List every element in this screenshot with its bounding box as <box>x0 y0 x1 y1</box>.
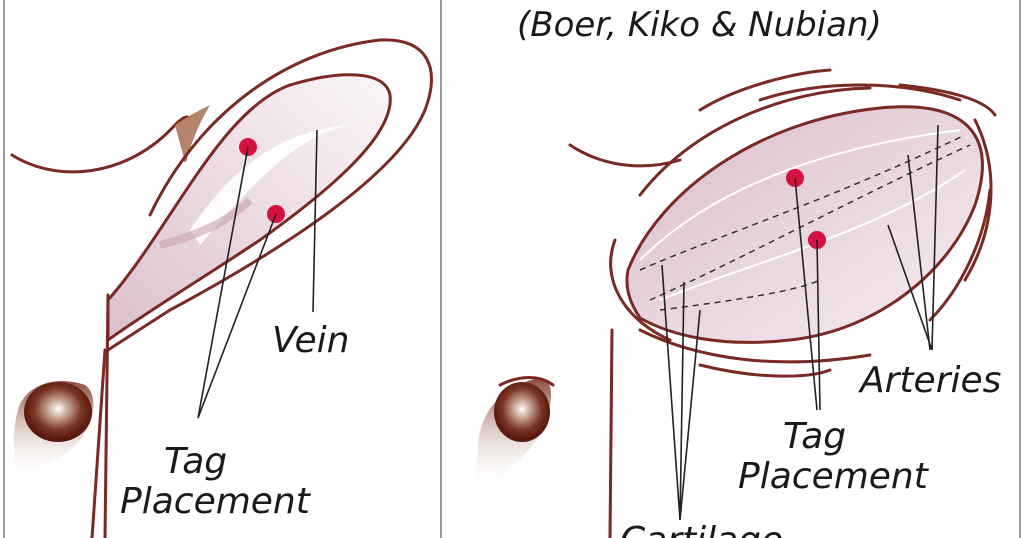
right-ear-illustration: Arteries Tag Placement Cartilage <box>475 68 1001 538</box>
left-tag-label-line2: Placement <box>120 481 312 522</box>
arteries-label: Arteries <box>858 360 1001 401</box>
left-eye-icon <box>13 381 94 480</box>
breed-title: (Boer, Kiko & Nubian) <box>517 5 882 45</box>
panel-divider <box>440 0 442 538</box>
panel-border-right <box>1019 0 1021 538</box>
left-ear-illustration: Vein Tag Placement <box>10 38 433 538</box>
right-eye-icon <box>475 376 555 490</box>
cartilage-label: Cartilage <box>620 520 783 538</box>
left-tag-label-line1: Tag <box>164 441 227 482</box>
vein-label: Vein <box>272 320 349 361</box>
right-tag-label-line1: Tag <box>783 416 846 457</box>
panel-border-left <box>3 0 5 538</box>
right-tag-label-line2: Placement <box>738 456 930 497</box>
